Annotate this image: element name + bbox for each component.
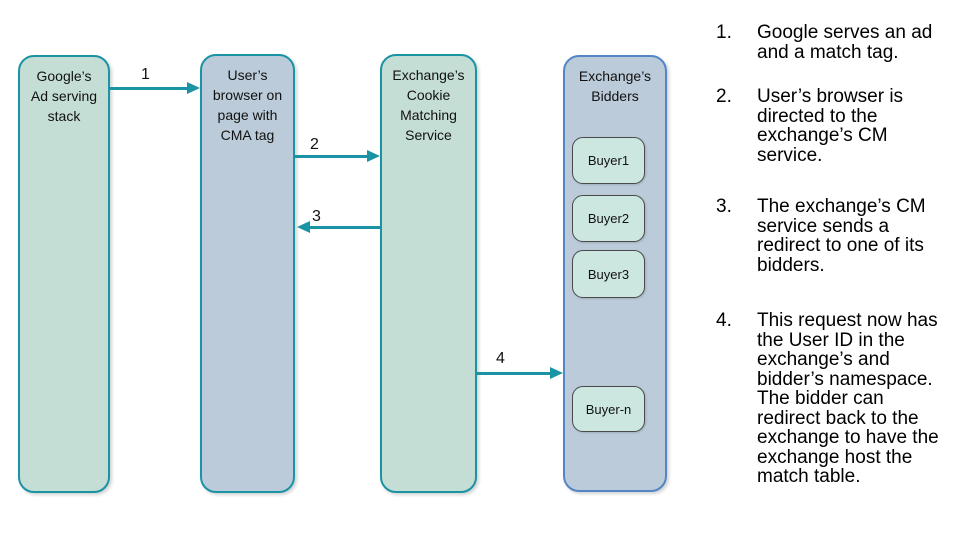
node-label: Exchange’s Bidders xyxy=(578,68,652,104)
step-text: User’s browser is directed to the exchan… xyxy=(757,86,904,166)
arrowhead-left-icon xyxy=(297,221,310,233)
node-user-browser: User’s browser on page with CMA tag xyxy=(200,54,295,493)
step-text: Google serves an ad and a match tag. xyxy=(757,22,933,63)
arrow-shaft xyxy=(110,87,189,90)
step-number: 2. xyxy=(716,86,732,107)
buyer-box-3: Buyer3 xyxy=(572,250,645,298)
arrow-shaft xyxy=(295,155,369,158)
node-google-ad-serving-stack: Google’s Ad serving stack xyxy=(18,55,110,493)
arrowhead-right-icon xyxy=(550,367,563,379)
buyer-box-n: Buyer-n xyxy=(572,386,645,432)
node-exchange-cookie-matching-service: Exchange’s Cookie Matching Service xyxy=(380,54,477,493)
buyer-box-1: Buyer1 xyxy=(572,137,645,184)
node-label: Google’s Ad serving stack xyxy=(30,68,98,124)
buyer-label: Buyer1 xyxy=(587,153,630,168)
step-item-1: 1. Google serves an ad and a match tag. xyxy=(716,23,950,62)
arrowhead-right-icon xyxy=(367,150,380,162)
arrow-number-2: 2 xyxy=(310,136,319,153)
node-label: Exchange’s Cookie Matching Service xyxy=(392,67,465,143)
arrow-1-google-to-browser xyxy=(110,82,200,95)
arrowhead-right-icon xyxy=(187,82,200,94)
arrow-shaft xyxy=(476,372,552,375)
arrow-number-1: 1 xyxy=(141,66,150,83)
arrow-number-3: 3 xyxy=(312,208,321,225)
step-item-4: 4. This request now has the User ID in t… xyxy=(716,311,950,487)
step-text: The exchange’s CM service sends a redire… xyxy=(757,196,926,276)
arrow-2-browser-to-cms xyxy=(295,150,380,163)
step-item-3: 3. The exchange’s CM service sends a red… xyxy=(716,197,950,275)
buyer-label: Buyer2 xyxy=(587,211,630,226)
step-number: 4. xyxy=(716,310,732,331)
arrow-3-cms-to-browser xyxy=(297,221,380,234)
arrow-shaft xyxy=(308,226,380,229)
arrow-4-cms-to-bidders xyxy=(476,367,563,380)
step-number: 1. xyxy=(716,22,732,43)
arrow-number-4: 4 xyxy=(496,350,505,367)
step-text: This request now has the User ID in the … xyxy=(757,310,939,487)
buyer-label: Buyer-n xyxy=(585,401,632,417)
step-item-2: 2. User’s browser is directed to the exc… xyxy=(716,87,950,165)
node-exchange-bidders: Exchange’s Bidders Buyer1 Buyer2 Buyer3 … xyxy=(563,55,667,492)
node-label: User’s browser on page with CMA tag xyxy=(212,67,283,143)
buyer-label: Buyer3 xyxy=(587,266,630,282)
step-number: 3. xyxy=(716,196,732,217)
buyer-box-2: Buyer2 xyxy=(572,195,645,242)
